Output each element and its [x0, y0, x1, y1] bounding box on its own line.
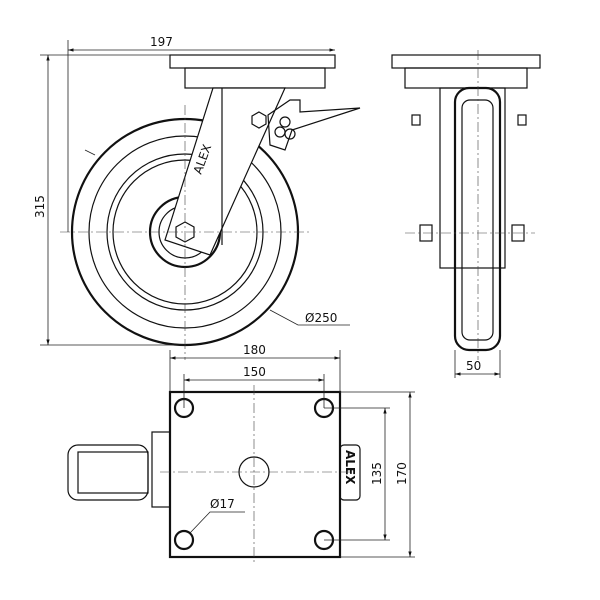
- dimension-135: 135: [370, 462, 384, 485]
- side-view: ALEX 197 315 Ø250: [33, 35, 361, 360]
- mount-hole: [173, 529, 195, 551]
- bolt-head: [251, 111, 267, 129]
- dimension-180: 180: [243, 343, 266, 357]
- front-view: 50: [391, 50, 541, 378]
- fork: [164, 87, 286, 256]
- dimension-170: 170: [395, 462, 409, 485]
- dimension-wheel-diameter: Ø250: [305, 311, 337, 325]
- bottom-view: ALEX 180 150 135 170 Ø17: [67, 343, 415, 565]
- dimension-hole-diameter: Ø17: [210, 497, 235, 511]
- brand-label: ALEX: [343, 450, 357, 485]
- brake-lever: [267, 99, 361, 151]
- dimension-150: 150: [243, 365, 266, 379]
- dimension-50: 50: [466, 359, 481, 373]
- dimension-315: 315: [33, 195, 47, 218]
- dimension-197: 197: [150, 35, 173, 49]
